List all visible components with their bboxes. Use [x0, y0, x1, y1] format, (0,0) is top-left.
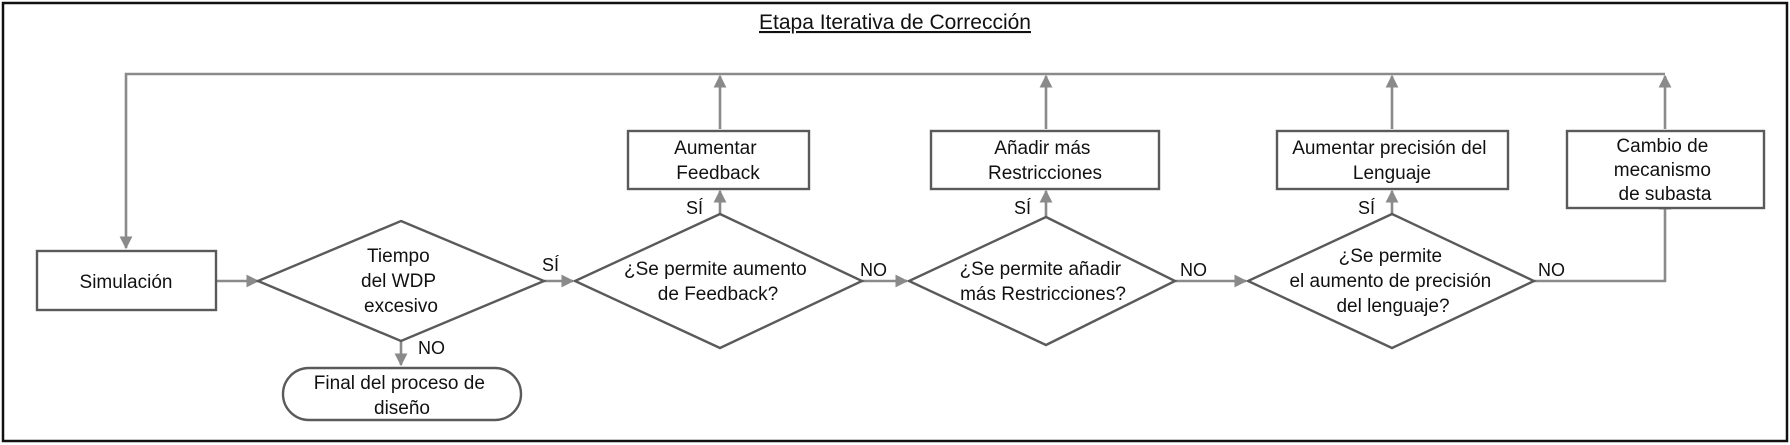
node-tiempo-line-3: excesivo [364, 296, 438, 317]
label-precision-no: NO [1538, 260, 1565, 280]
svg-text:Tiempo del WDP exc: Tiempo del WDP excesivo [361, 246, 441, 317]
svg-text:¿Se permite añadir más R: ¿Se permite añadir más Restricciones? [960, 259, 1127, 305]
node-permite-precision-line-1: ¿Se permite [1339, 246, 1442, 267]
label-restricciones-no: NO [1180, 260, 1207, 280]
node-permite-feedback-decision: ¿Se permite aumento de Feedback? [572, 212, 865, 350]
svg-text:Cambio de mecanismo: Cambio de mecanismo de subasta [1614, 136, 1716, 205]
label-tiempo-si: SÍ [542, 255, 559, 275]
svg-text:Simulación: Simulación [80, 272, 173, 293]
node-permite-precision-line-3: del lenguaje? [1336, 296, 1449, 317]
node-permite-feedback-line-1: ¿Se permite aumento [624, 259, 807, 280]
svg-text:¿Se permite aumento de F: ¿Se permite aumento de Feedback? [624, 259, 812, 305]
node-tiempo-line-1: Tiempo [367, 246, 430, 267]
edge-permite-precision-to-cambio [1534, 196, 1672, 283]
node-final-line-1: Final del proceso de [314, 373, 485, 394]
node-cambio-mecanismo-line-2: mecanismo [1614, 160, 1711, 181]
node-permite-restricciones-decision: ¿Se permite añadir más Restricciones? [906, 215, 1178, 347]
node-permite-restricciones-line-2: más Restricciones? [960, 284, 1126, 305]
diagram-title: Etapa Iterativa de Corrección [759, 11, 1031, 34]
node-aumentar-precision-line-2: Lenguaje [1353, 163, 1431, 184]
node-aumentar-feedback: Aumentar Feedback [626, 129, 811, 191]
node-aumentar-feedback-line-1: Aumentar [674, 138, 757, 159]
node-aumentar-feedback-line-2: Feedback [676, 163, 760, 184]
node-tiempo-line-2: del WDP [361, 271, 436, 292]
svg-text:Aumentar Feedback: Aumentar Feedback [674, 138, 762, 184]
node-final-line-2: diseño [374, 398, 430, 419]
svg-text:Final del proceso de dis: Final del proceso de diseño [314, 373, 490, 419]
label-tiempo-no: NO [418, 338, 445, 358]
node-aumentar-precision-line-1: Aumentar precisión del [1292, 138, 1486, 159]
label-feedback-no: NO [860, 260, 887, 280]
node-anadir-restricciones-line-2: Restricciones [988, 163, 1102, 184]
label-restricciones-si: SÍ [1014, 198, 1031, 218]
node-cambio-mecanismo-line-1: Cambio de [1616, 136, 1708, 157]
node-final: Final del proceso de diseño [281, 366, 523, 422]
node-cambio-mecanismo: Cambio de mecanismo de subasta [1565, 129, 1766, 210]
svg-text:Añadir más Restricciones: Añadir más Restricciones [988, 138, 1102, 184]
edge-loop-to-simulacion [119, 72, 1665, 250]
svg-text:¿Se permite el aumento d: ¿Se permite el aumento de precisión del … [1289, 246, 1496, 317]
node-anadir-restricciones: Añadir más Restricciones [929, 129, 1161, 191]
node-permite-feedback-line-2: de Feedback? [658, 284, 778, 305]
node-permite-precision-decision: ¿Se permite el aumento de precisión del … [1245, 212, 1537, 350]
node-permite-restricciones-line-1: ¿Se permite añadir [960, 259, 1122, 280]
node-simulacion-line: Simulación [80, 272, 173, 293]
label-precision-si: SÍ [1358, 198, 1375, 218]
node-anadir-restricciones-line-1: Añadir más [994, 138, 1090, 159]
svg-text:Aumentar precisión del L: Aumentar precisión del Lenguaje [1292, 138, 1492, 184]
node-simulacion: Simulación [35, 249, 218, 312]
node-cambio-mecanismo-line-3: de subasta [1619, 184, 1712, 205]
label-feedback-si: SÍ [686, 198, 703, 218]
node-permite-precision-line-2: el aumento de precisión [1289, 271, 1491, 292]
node-aumentar-precision: Aumentar precisión del Lenguaje [1275, 129, 1510, 191]
node-tiempo-decision: Tiempo del WDP excesivo [254, 219, 548, 343]
